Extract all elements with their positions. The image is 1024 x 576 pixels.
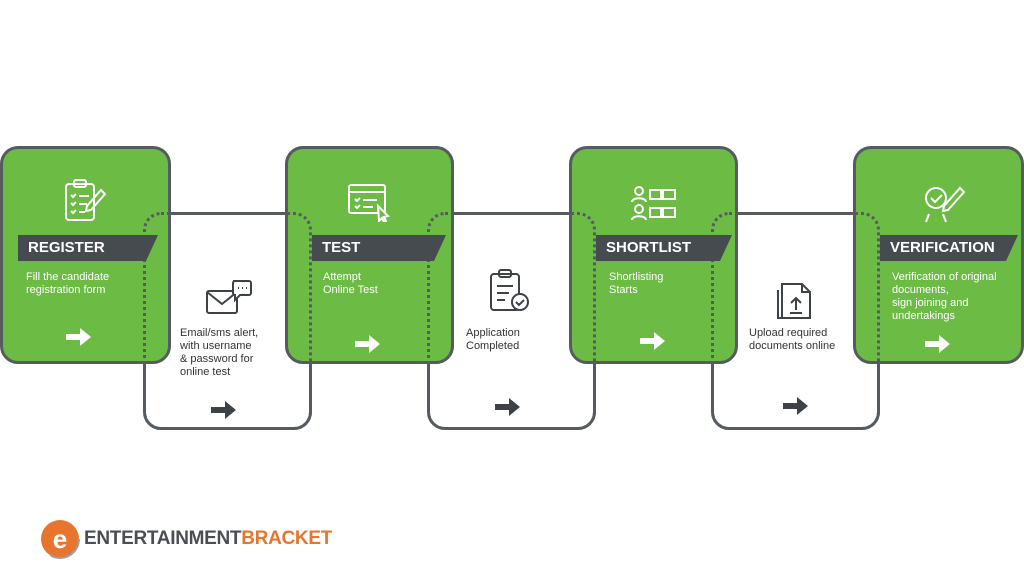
logo-text-part1: ENTERTAINMENT bbox=[84, 528, 242, 549]
arrow-right-icon bbox=[66, 328, 91, 346]
arrow-right-icon bbox=[925, 335, 950, 353]
verification-badge-icon bbox=[925, 186, 966, 223]
arrow-right-icon bbox=[495, 398, 520, 416]
arrow-right-icon bbox=[211, 401, 236, 419]
step-title-register: REGISTER bbox=[18, 235, 158, 261]
connector-desc-email: Email/sms alert, with username & passwor… bbox=[180, 327, 259, 378]
logo-mark-icon: e bbox=[40, 519, 80, 559]
connector-desc-upload: Upload required documents online bbox=[749, 327, 836, 352]
step-desc-register: Fill the candidate registration form bbox=[26, 271, 110, 296]
step-title-test: TEST bbox=[312, 235, 446, 261]
logo-letter: e bbox=[53, 524, 67, 554]
arrow-right-icon bbox=[640, 332, 665, 350]
step-desc-verification: Verification of original documents, sign… bbox=[892, 271, 997, 322]
online-test-icon bbox=[348, 184, 390, 222]
arrow-right-icon bbox=[355, 335, 380, 353]
logo-wordmark: ENTERTAINMENTBRACKET bbox=[84, 528, 332, 550]
step-desc-shortlist: Shortlisting Starts bbox=[609, 271, 664, 296]
clipboard-checklist-icon bbox=[65, 179, 107, 221]
logo-text-part2: BRACKET bbox=[241, 528, 333, 549]
document-upload-icon bbox=[777, 283, 811, 319]
step-title-verification: VERIFICATION bbox=[880, 235, 1018, 261]
email-message-icon bbox=[206, 280, 252, 314]
clipboard-complete-icon bbox=[490, 269, 529, 311]
step-title-shortlist: SHORTLIST bbox=[596, 235, 732, 261]
arrow-right-icon bbox=[783, 397, 808, 415]
brand-logo: e ENTERTAINMENTBRACKET bbox=[40, 518, 332, 560]
shortlist-people-icon bbox=[631, 186, 676, 221]
step-desc-test: Attempt Online Test bbox=[323, 271, 378, 296]
connector-desc-application: Application Completed bbox=[466, 327, 520, 352]
